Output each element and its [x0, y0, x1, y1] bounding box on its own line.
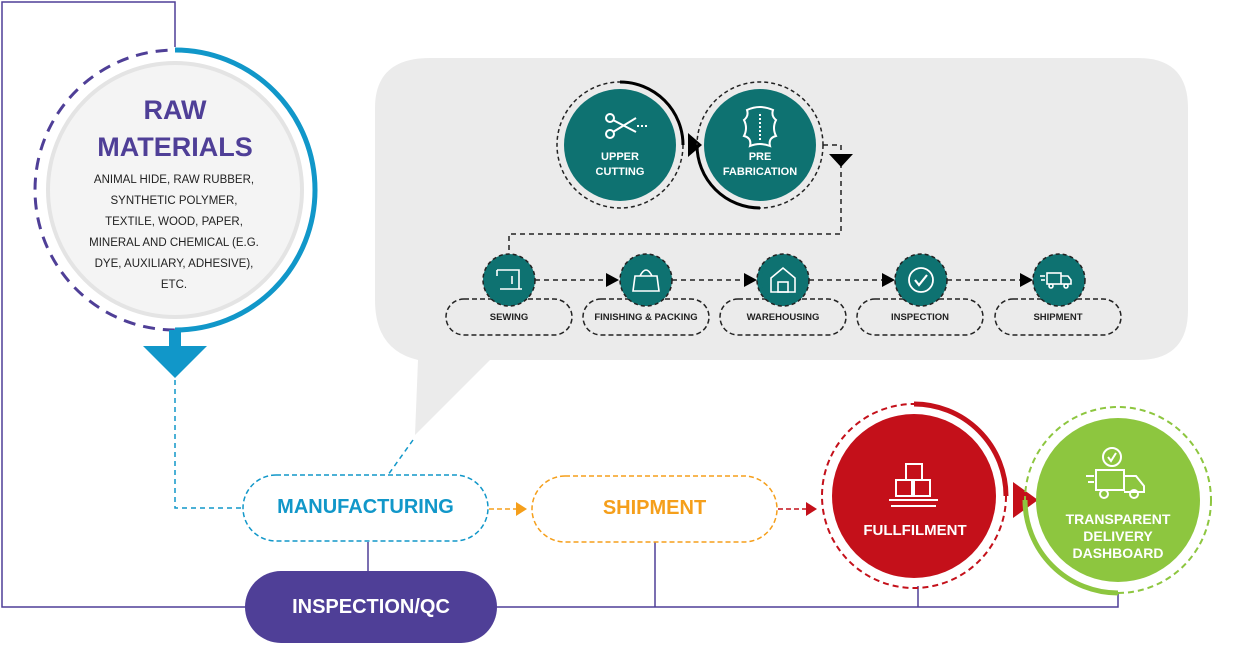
step-label-sewing: SEWING: [489, 312, 529, 323]
step-arrow: [1020, 273, 1033, 287]
manufacturing-label: MANUFACTURING: [277, 496, 454, 518]
bubble-tail-connector: [387, 439, 414, 476]
arrow-to-fulfilment: [806, 502, 817, 516]
step-arrow: [882, 273, 895, 287]
prefab-down-arrow: [829, 154, 853, 167]
shipment-label: SHIPMENT: [602, 497, 707, 519]
fulfilment-label: FULLFILMENT: [863, 522, 967, 539]
arrow-cutting-to-prefab: [688, 133, 702, 157]
stage-upper-cutting: [556, 80, 685, 209]
truck-clock-icon: [1086, 447, 1145, 499]
pre-fabrication-label-line1: PRE: [748, 151, 772, 163]
raw-materials-desc-line: DYE, AUXILIARY, ADHESIVE),: [94, 258, 254, 270]
check-badge-icon: [908, 267, 934, 293]
raw-materials-title: RAW MATERIALS: [80, 92, 270, 166]
raw-materials-desc-line: MINERAL AND CHEMICAL (E.G.: [89, 237, 259, 249]
step-label-shipment: SHIPMENT: [1033, 312, 1083, 323]
connector-raw-to-manufacturing: [174, 380, 243, 509]
raw-materials-desc-line: SYNTHETIC POLYMER,: [110, 195, 238, 207]
step-circle: [482, 253, 536, 307]
qc-loop-line: [1, 1, 1119, 608]
manufacturing-pill: [242, 474, 489, 542]
dashboard-label: TRANSPARENT DELIVERY DASHBOARD: [1043, 511, 1193, 562]
upper-cutting-label: UPPER CUTTING: [570, 150, 670, 180]
dashboard-label-line2: DELIVERY: [1083, 528, 1153, 544]
raw-materials-arrow: [143, 346, 207, 378]
inspection-qc-pill: [245, 571, 497, 643]
pre-fabrication-label: PRE FABRICATION: [705, 150, 815, 180]
step-arrow: [606, 273, 619, 287]
raw-materials-desc-line: ETC.: [160, 279, 188, 291]
pre-fabrication-label-line2: FABRICATION: [722, 166, 798, 178]
step-circle: [756, 253, 810, 307]
step-label-finishing-packing: FINISHING & PACKING: [594, 312, 698, 323]
arrow-to-shipment: [516, 502, 527, 516]
inspection-qc-label: INSPECTION/QC: [292, 596, 450, 618]
step-arrow: [744, 273, 757, 287]
raw-materials-desc-line: ANIMAL HIDE, RAW RUBBER,: [93, 174, 255, 186]
process-steps: [445, 253, 1122, 336]
raw-materials-title-line2: MATERIALS: [97, 132, 253, 162]
step-circle: [1032, 253, 1086, 307]
boxes-pallet-icon: [889, 463, 938, 507]
step-circle: [894, 253, 948, 307]
leather-hide-icon: [742, 106, 778, 148]
raw-materials-desc-line: TEXTILE, WOOD, PAPER,: [105, 216, 243, 228]
warehouse-icon: [770, 266, 796, 293]
raw-materials-title-line1: RAW: [143, 95, 207, 125]
dashboard-label-line3: DASHBOARD: [1072, 545, 1164, 561]
connector-prefab-to-sewing: [508, 144, 842, 258]
scissors-icon: [605, 113, 647, 139]
dashboard-label-line1: TRANSPARENT: [1065, 511, 1171, 527]
upper-cutting-label-line1: UPPER: [601, 151, 639, 163]
step-label-inspection: INSPECTION: [890, 312, 950, 323]
delivery-truck-icon: [1040, 272, 1072, 289]
sewing-machine-icon: [496, 269, 522, 290]
dashboard-node: [1022, 406, 1212, 596]
upper-cutting-label-line2: CUTTING: [595, 166, 645, 178]
step-circle: [619, 253, 673, 307]
step-label-warehousing: WAREHOUSING: [746, 312, 820, 323]
bag-icon: [632, 269, 660, 292]
shipment-pill: [531, 475, 778, 543]
raw-materials-node: [33, 47, 318, 378]
raw-materials-description: ANIMAL HIDE, RAW RUBBER, SYNTHETIC POLYM…: [74, 170, 274, 296]
